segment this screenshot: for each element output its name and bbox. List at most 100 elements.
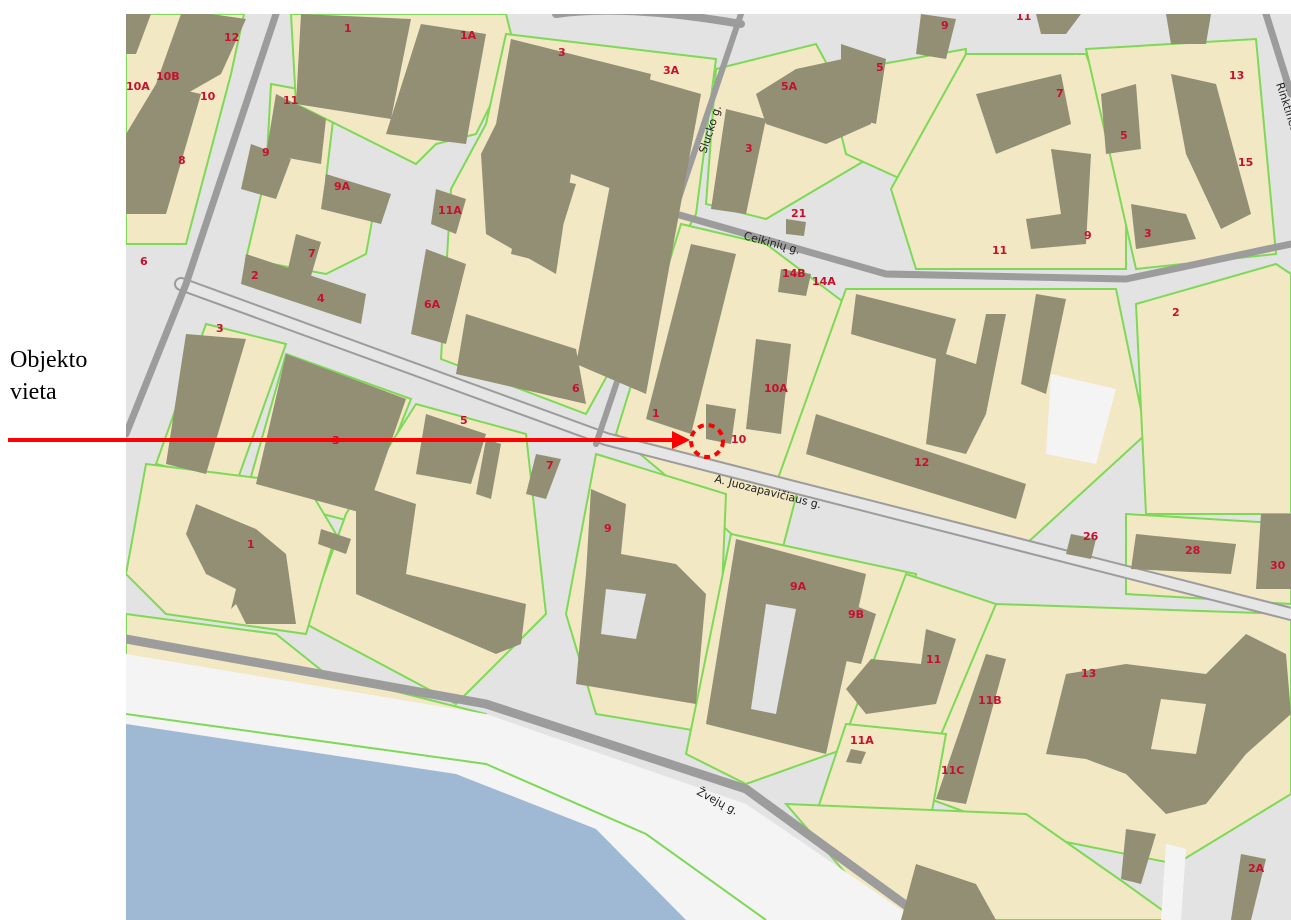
house-number: 14A: [812, 275, 836, 288]
caption-line-1: Objekto: [10, 347, 88, 373]
house-number: 2: [251, 269, 259, 282]
house-number: 12: [914, 456, 929, 469]
house-number: 3: [745, 142, 753, 155]
buildings: [126, 14, 1291, 920]
building: [186, 504, 296, 624]
building: [456, 314, 586, 404]
house-number: 28: [1185, 544, 1200, 557]
house-number: 9: [941, 19, 949, 32]
house-number: 11: [1016, 14, 1031, 23]
building: [1171, 74, 1251, 229]
house-number: 6: [572, 382, 580, 395]
house-number: 11A: [438, 204, 462, 217]
house-number: 3: [558, 46, 566, 59]
house-number: 2A: [1248, 862, 1265, 875]
house-number: 10: [731, 433, 747, 446]
house-number: 10A: [126, 80, 150, 93]
house-number: 8: [178, 154, 186, 167]
building: [1026, 149, 1091, 249]
house-number: 4: [317, 292, 325, 305]
road-north: [552, 14, 745, 28]
house-number: 1: [652, 407, 660, 420]
house-number: 3: [1144, 227, 1152, 240]
building: [806, 414, 1026, 519]
building: [778, 269, 811, 296]
house-number: 9: [262, 146, 270, 159]
house-number: 3A: [663, 64, 680, 77]
house-number: 11: [926, 653, 941, 666]
building: [356, 484, 526, 654]
object-location-marker: [689, 423, 725, 459]
house-number: 11: [992, 244, 1007, 257]
open-lot: [1071, 394, 1111, 454]
building: [1036, 14, 1081, 34]
courtyard: [751, 604, 796, 714]
building: [411, 249, 466, 344]
building: [586, 109, 636, 169]
object-location-caption: Objekto vieta: [10, 344, 130, 408]
building: [296, 14, 411, 119]
building: [846, 749, 866, 764]
riverbank-line: [126, 713, 767, 920]
building: [786, 219, 806, 236]
road-ceikiniu: [672, 210, 1291, 283]
house-number: 26: [1083, 530, 1099, 543]
house-number: 9: [1084, 229, 1092, 242]
road-zveju: [126, 634, 931, 920]
house-number: 5A: [781, 80, 798, 93]
building: [126, 14, 151, 54]
building: [836, 604, 876, 664]
building: [936, 654, 1006, 804]
building: [386, 24, 486, 144]
building: [706, 404, 736, 444]
building: [851, 294, 1006, 454]
building: [1131, 534, 1236, 574]
house-number: 13: [1081, 667, 1096, 680]
building: [1256, 514, 1291, 589]
building: [841, 44, 886, 124]
building: [1231, 854, 1266, 920]
house-number: 6: [140, 255, 148, 268]
house-number: 5: [460, 414, 468, 427]
building: [746, 339, 791, 434]
courtyard: [601, 589, 646, 639]
house-number: 2: [1172, 306, 1180, 319]
house-number: 14B: [782, 267, 806, 280]
map-view[interactable]: 1 1A 3 3A 12 10A 10B 10 11 9 8 9A 11A 7 …: [126, 14, 1291, 920]
house-number: 11: [283, 94, 298, 107]
house-number: 9B: [848, 608, 864, 621]
house-number: 5: [876, 61, 884, 74]
house-number: 11A: [850, 734, 874, 747]
road-rinktines: [1262, 14, 1291, 98]
building: [321, 174, 391, 224]
building: [241, 144, 291, 199]
building: [901, 864, 996, 920]
house-number: 10A: [764, 382, 788, 395]
building: [1021, 294, 1066, 394]
house-number: 1A: [460, 29, 477, 42]
building: [846, 629, 956, 714]
building: [476, 439, 501, 499]
building: [916, 14, 956, 59]
building: [266, 94, 326, 164]
road-west: [126, 14, 280, 438]
house-number: 1: [247, 538, 255, 551]
building: [318, 529, 351, 554]
building: [156, 14, 246, 94]
house-number: 10B: [156, 70, 180, 83]
building: [416, 414, 486, 484]
building: [241, 254, 366, 324]
building: [431, 189, 466, 234]
building: [1166, 14, 1211, 44]
building: [126, 84, 201, 214]
building: [526, 454, 561, 499]
building: [646, 244, 736, 434]
house-number: 13: [1229, 69, 1244, 82]
house-number: 9A: [334, 180, 351, 193]
building: [976, 74, 1071, 154]
house-number: 3: [216, 322, 224, 335]
building: [576, 74, 701, 394]
building: [1131, 204, 1196, 249]
map-canvas[interactable]: 1 1A 3 3A 12 10A 10B 10 11 9 8 9A 11A 7 …: [126, 14, 1291, 920]
